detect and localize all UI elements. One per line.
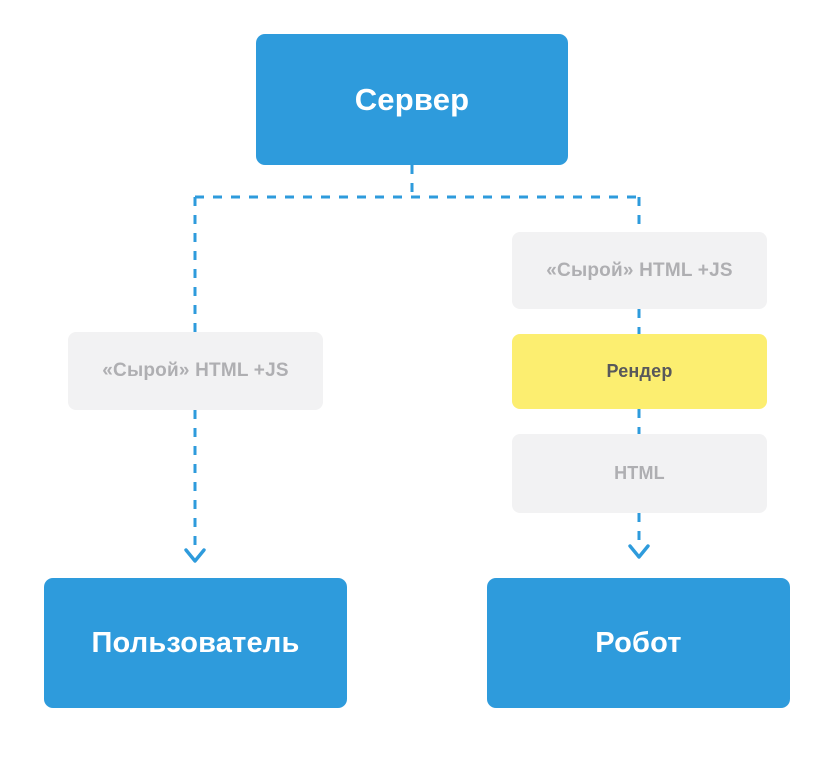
node-robot-label: Робот [595, 626, 682, 659]
node-raw-html-js-left[interactable]: «Сырой» HTML +JS [68, 332, 323, 410]
node-raw-html-js-right[interactable]: «Сырой» HTML +JS [512, 232, 767, 309]
node-html-label: HTML [614, 463, 665, 483]
node-render-label: Рендер [606, 361, 673, 381]
node-user-label: Пользователь [91, 626, 300, 659]
node-raw-html-js-right-label: «Сырой» HTML +JS [546, 259, 733, 281]
arrowhead-robot-icon [628, 544, 650, 559]
node-server[interactable]: Сервер [256, 34, 568, 165]
node-render[interactable]: Рендер [512, 334, 767, 409]
node-robot[interactable]: Робот [487, 578, 790, 708]
node-raw-html-js-left-label: «Сырой» HTML +JS [102, 360, 289, 381]
arrowhead-user-icon [184, 548, 206, 563]
node-user[interactable]: Пользователь [44, 578, 347, 708]
node-html[interactable]: HTML [512, 434, 767, 513]
node-server-label: Сервер [354, 81, 470, 117]
